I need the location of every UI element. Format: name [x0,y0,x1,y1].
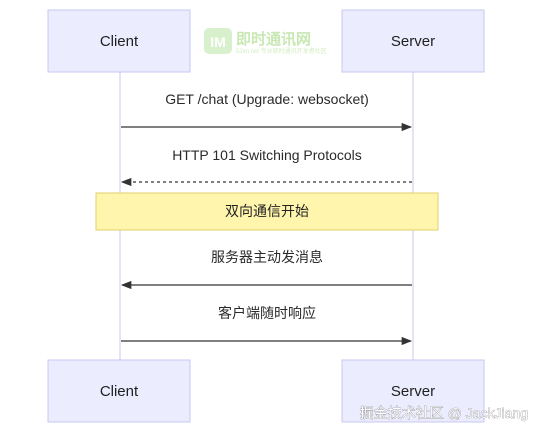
svg-text:IM: IM [210,34,226,50]
client-actor-top-label: Client [100,33,139,50]
watermark-corner: 掘金技术社区 @ JackJiang [360,405,528,421]
message-2-label: HTTP 101 Switching Protocols [172,147,362,163]
server-actor-top-label: Server [391,33,435,50]
client-actor-top: Client [47,9,191,73]
watermark-logo-sub: 52im.net 专业即时通讯开发者社区 [236,47,327,55]
message-4-label: 服务器主动发消息 [211,249,323,265]
client-actor-bottom: Client [47,359,191,423]
note-label: 双向通信开始 [225,203,309,219]
server-actor-bottom-label: Server [391,383,435,400]
watermark-logo: IM 即时通讯网 52im.net 专业即时通讯开发者社区 [204,28,327,55]
watermark-logo-text: 即时通讯网 [236,31,311,48]
message-1-label: GET /chat (Upgrade: websocket) [165,91,369,107]
server-actor-bottom: Server [341,359,485,423]
client-actor-bottom-label: Client [100,383,139,400]
note-box: 双向通信开始 [95,192,439,231]
message-5-label: 客户端随时响应 [218,305,316,321]
server-actor-top: Server [341,9,485,73]
